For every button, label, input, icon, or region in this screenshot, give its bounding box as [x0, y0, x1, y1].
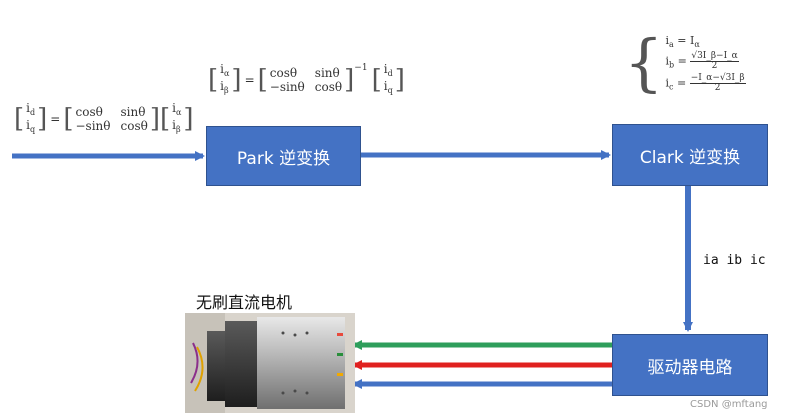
watermark: CSDN @mftang — [690, 399, 768, 410]
clark-inverse-label: Clark 逆变换 — [639, 147, 741, 168]
bldc-motor-image — [185, 313, 355, 413]
phase-currents-label: ia ib ic — [703, 253, 766, 268]
driver-circuit-label: 驱动器电路 — [647, 357, 733, 378]
park-inverse-label: Park 逆变换 — [236, 148, 331, 169]
clark-inverse-box: Clark 逆变换 — [612, 124, 768, 186]
park-inverse-box: Park 逆变换 — [206, 126, 361, 186]
motor-label: 无刷直流电机 — [196, 293, 293, 312]
driver-circuit-box: 驱动器电路 — [612, 334, 768, 396]
